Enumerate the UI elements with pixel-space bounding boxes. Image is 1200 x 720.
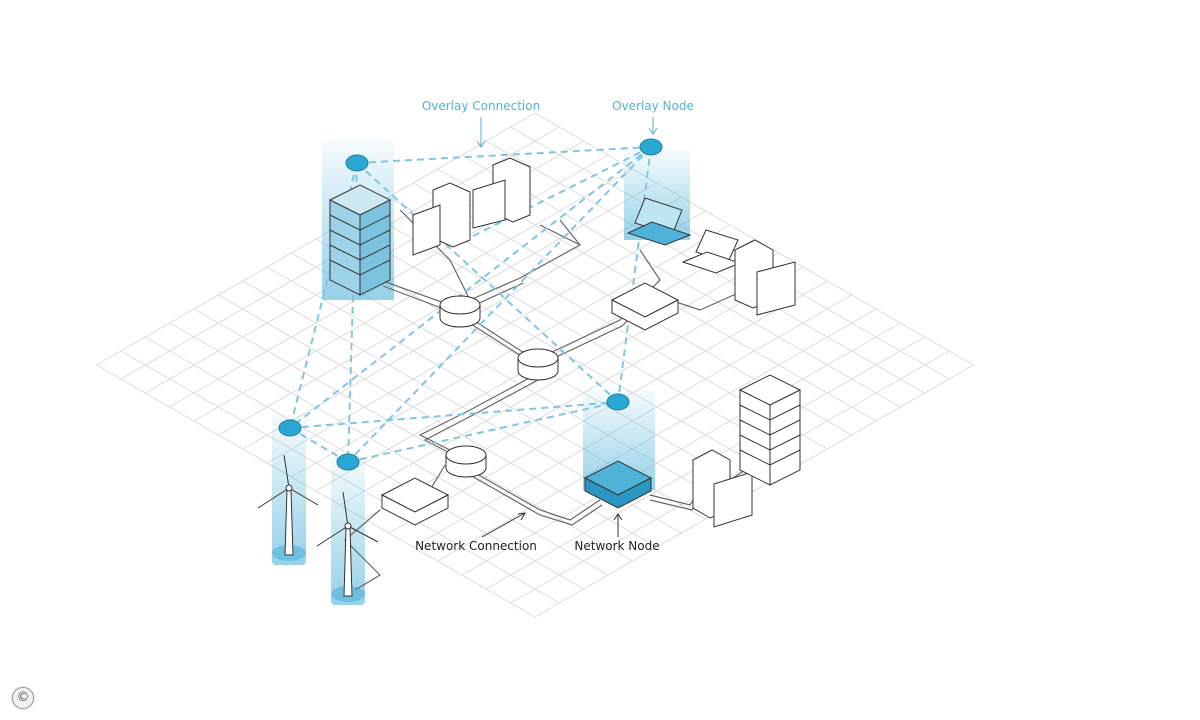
router-2 [517,348,559,381]
overlay-node-laptop [639,138,663,156]
overlay-connection-label: Overlay Connection [422,99,540,113]
grid-line [461,322,901,576]
switch-top-right [610,282,680,331]
wind-turbine-2 [316,491,379,597]
grid-line [534,364,974,618]
overlay-node-label: Overlay Node [612,99,694,113]
router-3 [445,445,487,478]
label-arrows [476,117,658,538]
copyright-icon: © [12,687,34,709]
overlay-connections [289,146,652,463]
server-rack-right [738,374,802,486]
overlay-node-server [345,154,369,172]
network-node-label: Network Node [574,539,659,553]
overlay-nodes [278,138,663,471]
wind-turbines [257,454,379,597]
grid-line [534,112,974,366]
network-connection-label: Network Connection [415,539,537,553]
desktop-computers-top [412,157,531,256]
laptop-plain [681,229,742,274]
overlay-node-turbine-1 [278,419,302,437]
server-rack [328,184,392,296]
routers [439,295,559,478]
network-node-switch [583,460,653,509]
switch-bottom-left [380,477,450,526]
switches [380,282,680,526]
overlay-node-network [606,393,630,411]
router-1 [439,295,481,328]
wind-turbine-1 [257,454,319,556]
desktop-computers-right [692,239,796,528]
laptop-overlay [626,197,692,246]
overlay-node-turbine-2 [336,453,360,471]
